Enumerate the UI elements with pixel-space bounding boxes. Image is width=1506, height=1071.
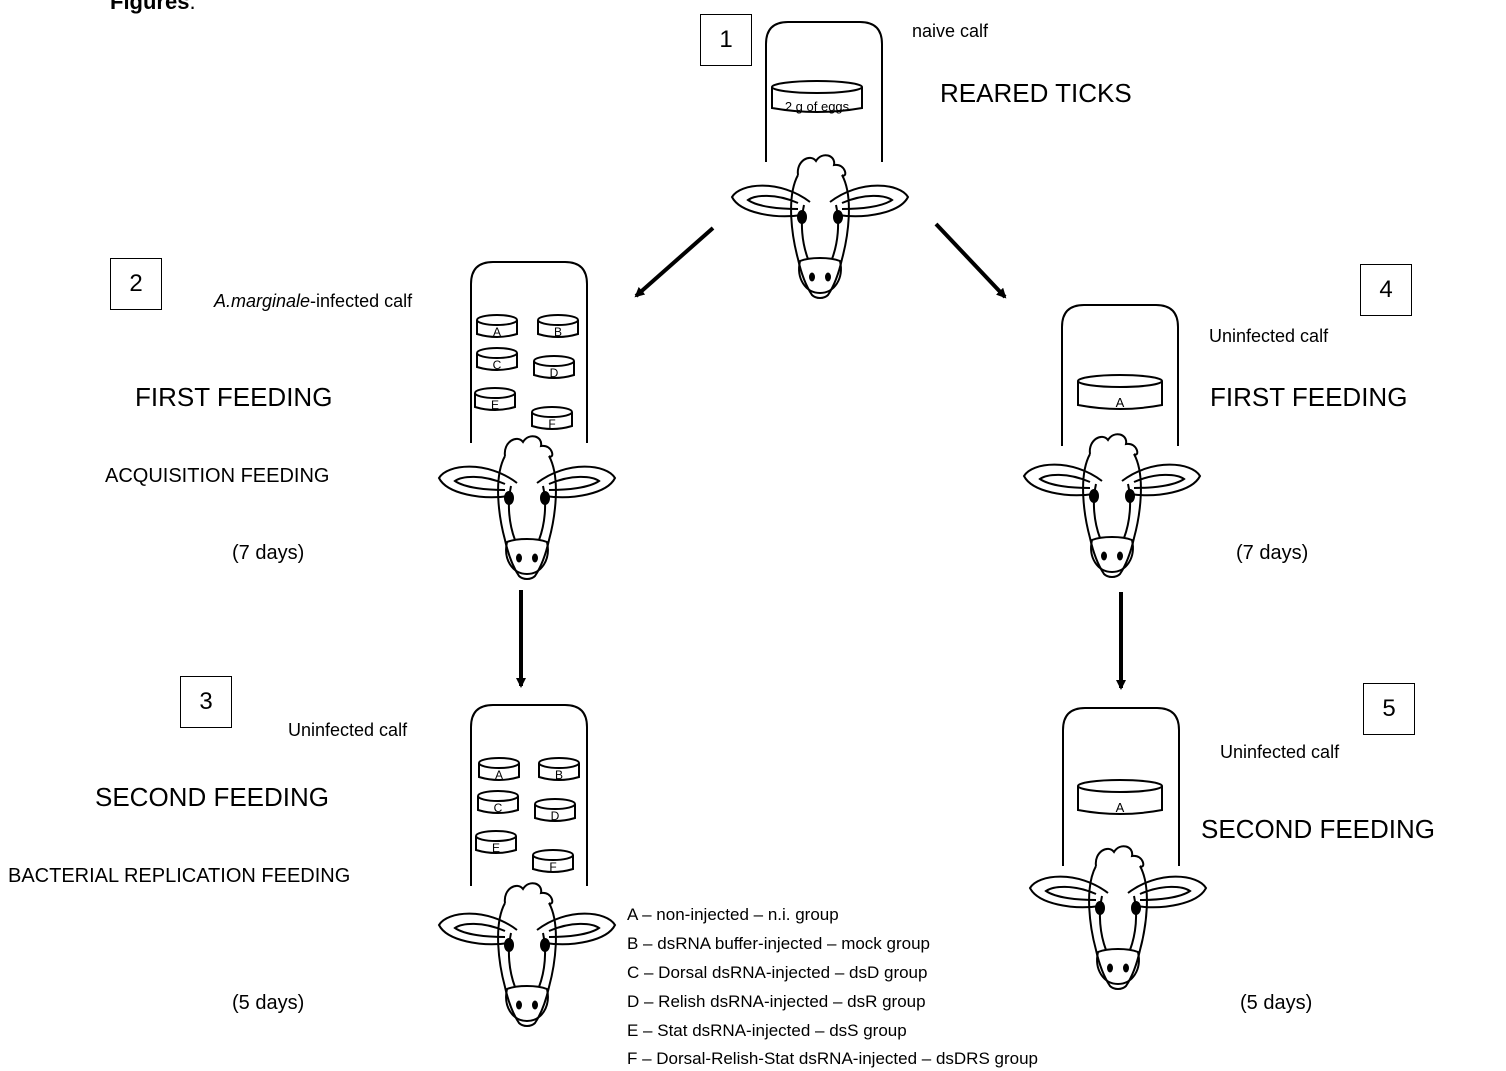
svg-text:D: D xyxy=(550,366,559,380)
svg-text:A: A xyxy=(495,768,503,782)
svg-text:F: F xyxy=(548,417,555,431)
calf-5-tick-dish: A xyxy=(1078,780,1162,815)
arrow-1-to-2 xyxy=(636,228,713,296)
calf-3-cow xyxy=(439,883,615,1026)
svg-text:B: B xyxy=(555,768,563,782)
calf-5-cow xyxy=(1030,846,1206,989)
svg-text:B: B xyxy=(554,325,562,339)
calf-2-tick-dishes: A B C D E F xyxy=(475,315,578,431)
svg-text:C: C xyxy=(493,358,502,372)
svg-text:F: F xyxy=(549,860,556,874)
svg-text:D: D xyxy=(551,809,560,823)
calf-1-cow xyxy=(732,155,908,298)
calf-3-tick-dishes: A B C D E F xyxy=(476,758,579,874)
svg-text:A: A xyxy=(493,325,501,339)
svg-text:A: A xyxy=(1116,800,1125,815)
arrow-1-to-4 xyxy=(936,224,1005,297)
svg-text:C: C xyxy=(494,801,503,815)
svg-text:E: E xyxy=(492,841,500,855)
calf-4-cow xyxy=(1024,434,1200,577)
svg-text:E: E xyxy=(491,398,499,412)
calf-2-cow xyxy=(439,436,615,579)
calf-4-tick-dish: A xyxy=(1078,375,1162,410)
calf-2-sleeve xyxy=(471,262,587,443)
svg-text:A: A xyxy=(1116,395,1125,410)
egg-dish-label: 2 g of eggs xyxy=(785,99,850,114)
